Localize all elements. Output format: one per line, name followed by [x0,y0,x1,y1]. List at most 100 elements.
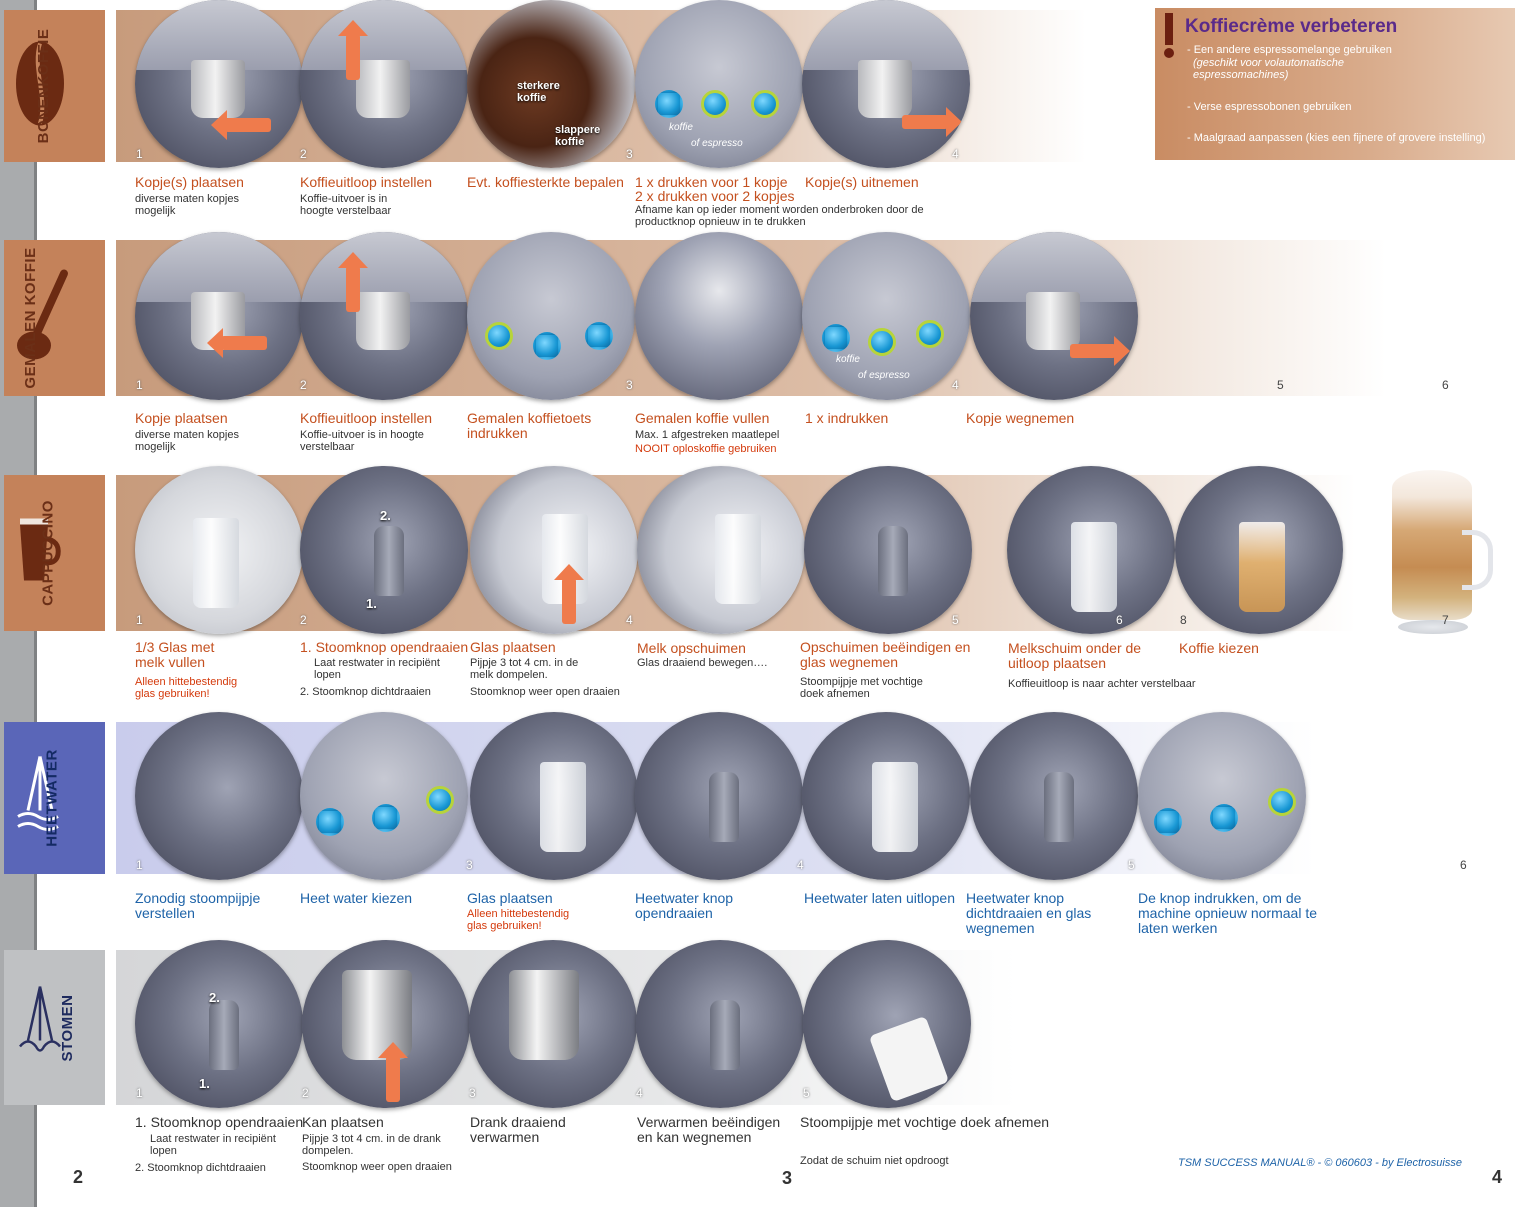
section-label: BONENKOFFIE [35,28,53,144]
step-caption: Heetwater knop opendraaien [635,890,734,921]
step-photo [802,0,970,168]
step-number: 4 [952,147,959,161]
step-photo [637,466,805,634]
step-caption: Koffieuitloop instellen [300,174,433,190]
step-caption: 2 x drukken voor 2 kopjes [635,188,795,204]
footer-credit: TSM SUCCESS MANUAL® - © 060603 - by Elec… [1178,1157,1462,1169]
step-subtext: Stoomknop weer open draaien [470,686,620,698]
section-tab-heetwater: HEETWATER [4,722,105,874]
step-photo [804,466,972,634]
step-caption: Kopje(s) plaatsen [135,174,244,190]
step-caption: Koffieuitloop instellen [300,410,433,426]
step-photo [135,466,303,634]
page-number: 3 [782,1168,793,1188]
step-caption: Melkschuim onder de uitloop plaatsen [1008,640,1142,671]
step-photo: sterkere koffie slappere koffie [467,0,635,168]
step-caption: Gemalen koffie vullen [635,410,770,426]
step-subtext: Pijpje 3 tot 4 cm. in de drank dompelen. [302,1133,441,1157]
step-caption: Heet water kiezen [300,890,413,906]
step-subtext: 2. Stoomknop dichtdraaien [135,1162,266,1174]
section-tab-gemalen-koffie: GEMALEN KOFFIE [4,240,105,396]
cappuccino-glass-icon [14,511,66,596]
step-photo [135,712,303,880]
step-caption: Koffie kiezen [1179,640,1259,656]
step-photo [803,940,971,1108]
step-caption: 1. Stoomknop opendraaien [300,639,469,655]
step-caption: Opschuimen beëindigen en glas wegnemen [800,639,971,670]
steam-icon [14,980,66,1075]
step-caption: Gemalen koffietoets indrukken [467,410,592,441]
step-photo [135,232,303,400]
section-tab-bonenkoffie: BONENKOFFIE [4,10,105,162]
section-tab-stomen: STOMEN [4,950,105,1105]
coffee-bean-icon [14,38,66,135]
step-subtext: 2. Stoomknop dichtdraaien [300,686,431,698]
page-number: 4 [1492,1167,1503,1187]
step-number: 2 [300,147,307,161]
step-caption: Glas plaatsen [467,890,553,906]
step-subtext: diverse maten kopjes mogelijk [135,193,239,217]
step-number: 1 [136,147,143,161]
step-caption: Kopje(s) uitnemen [805,174,919,190]
page-number: 2 [73,1167,84,1187]
step-warning: Alleen hittebestendig glas gebruiken! [467,908,570,932]
step-caption: Heetwater laten uitlopen [804,890,955,906]
step-subtext: Pijpje 3 tot 4 cm. in de melk dompelen. [470,657,579,681]
step-photo: koffie of espresso [802,232,970,400]
step-photo [802,712,970,880]
step-photo [300,712,468,880]
step-caption: De knop indrukken, om de machine opnieuw… [1138,890,1317,936]
step-subtext: Max. 1 afgestreken maatlepel [635,429,780,441]
step-photo [636,940,804,1108]
step-caption: Kan plaatsen [302,1114,384,1130]
step-caption: 1 x drukken voor 1 kopje [635,174,788,190]
step-photo [300,0,468,168]
step-caption: Melk opschuimen [637,640,746,656]
step-caption: Kopje wegnemen [966,410,1075,426]
step-subtext: Afname kan op ieder moment worden onderb… [635,204,924,228]
step-warning: NOOIT oploskoffie gebruiken [635,443,777,455]
step-photo: 2. 1. [135,940,303,1108]
step-subtext: Koffieuitloop is naar achter verstelbaar [1008,678,1196,690]
step-photo [1007,466,1175,634]
step-caption: Stoompijpje met vochtige doek afnemen [800,1114,1050,1130]
tips-box: Koffiecrème verbeteren - Een andere espr… [1155,8,1515,160]
section-label: GEMALEN KOFFIE [21,247,39,389]
step-warning: Alleen hittebestendig glas gebruiken! [135,676,238,700]
step-caption: Zonodig stoompijpje verstellen [135,890,261,921]
step-photo [467,232,635,400]
step-subtext: Laat restwater in recipiënt lopen [150,1133,276,1157]
step-photo [1138,712,1306,880]
tips-title: Koffiecrème verbeteren [1185,16,1398,37]
step-photo [135,0,303,168]
step-number: 3 [626,147,633,161]
step-photo [635,712,803,880]
step-caption: 1 x indrukken [805,410,889,426]
step-caption: Glas plaatsen [470,639,556,655]
step-caption: 1/3 Glas met melk vullen [135,639,215,670]
step-subtext: Stoompijpje met vochtige doek afnemen [800,676,923,700]
step-caption: Kopje plaatsen [135,410,228,426]
step-caption: Evt. koffiesterkte bepalen [467,174,624,190]
latte-glass-image [1392,470,1472,620]
step-photo [470,466,638,634]
step-caption: 1. Stoomknop opendraaien [135,1114,304,1130]
step-photo: koffie of espresso [635,0,803,168]
step-caption: Verwarmen beëindigen en kan wegnemen [637,1114,781,1145]
tip-item: - Maalgraad aanpassen (kies een fijnere … [1187,132,1486,144]
tip-item: - Een andere espressomelange gebruiken [1187,44,1392,56]
step-subtext: Stoomknop weer open draaien [302,1161,452,1173]
step-photo [1175,466,1343,634]
step-subtext: Laat restwater in recipiënt lopen [314,657,440,681]
step-caption: Heetwater knop dichtdraaien en glas wegn… [966,890,1092,936]
tip-item-note: (geschikt voor volautomatische espressom… [1193,57,1345,81]
step-photo [300,232,468,400]
section-tab-cappuccino: CAPPUCCINO [4,475,105,631]
step-photo [469,940,637,1108]
section-label: STOMEN [59,994,77,1061]
step-photo [470,712,638,880]
step-photo: 2. 1. [300,466,468,634]
measuring-spoon-icon [14,266,74,371]
step-photo [635,232,803,400]
exclamation-icon [1165,13,1173,45]
